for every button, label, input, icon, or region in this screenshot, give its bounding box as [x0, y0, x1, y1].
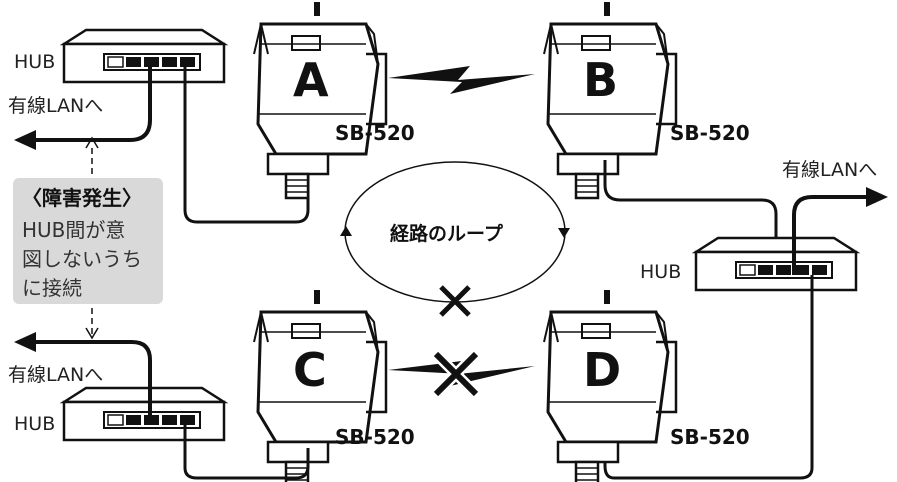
loop-arrow-right-icon: [558, 228, 570, 238]
unit-B-letter: B: [583, 53, 618, 107]
unit-D-letter: D: [583, 343, 621, 397]
wired-lan-right-label: 有線LANへ: [782, 159, 877, 181]
unit-A-model: SB-520: [335, 121, 415, 145]
loop-blocked-x-icon: [439, 285, 471, 317]
arrow-left-icon: [14, 130, 36, 150]
cable-hub-to-D: [603, 275, 814, 480]
wired-lan-bottom-left-label: 有線LANへ: [8, 364, 103, 386]
wired-lan-cable-top-left: [30, 67, 152, 142]
arrow-left-bottom-icon: [14, 332, 36, 352]
unit-A-letter: A: [293, 53, 329, 107]
arrow-right-icon: [866, 187, 888, 207]
wireless-link-AB-icon: [388, 66, 535, 94]
hub-top-left-label: HUB: [14, 51, 55, 73]
loop-label: 経路のループ: [390, 222, 504, 245]
wireless-link-CD-icon: [388, 360, 535, 386]
fault-note-line-3: に接続: [22, 276, 82, 300]
unit-B-model: SB-520: [670, 121, 750, 145]
unit-C-model: SB-520: [335, 425, 415, 449]
fault-note-box: [13, 178, 163, 304]
hub-bottom-left: [62, 386, 226, 442]
loop-arrow-left-icon: [340, 226, 352, 236]
cable-B-to-hub: [603, 160, 778, 270]
hub-right-label: HUB: [640, 261, 681, 283]
hub-top-left: [62, 28, 226, 84]
wired-lan-cable-bottom-left: [30, 340, 152, 425]
unit-C-letter: C: [293, 343, 327, 397]
fault-note-title: 〈障害発生〉: [22, 186, 142, 210]
wired-lan-cable-right: [792, 195, 870, 275]
fault-note-line-1: HUB間が意: [22, 218, 125, 242]
cable-hub-to-A: [183, 67, 310, 224]
cable-hub-to-C: [183, 425, 310, 480]
fault-note-line-2: 図しないうち: [22, 247, 142, 271]
wireless-blocked-x-icon: [433, 351, 479, 397]
hub-right: [694, 236, 858, 292]
wired-lan-top-left-label: 有線LANへ: [8, 95, 103, 117]
unit-D-model: SB-520: [670, 425, 750, 449]
hub-bottom-left-label: HUB: [14, 413, 55, 435]
